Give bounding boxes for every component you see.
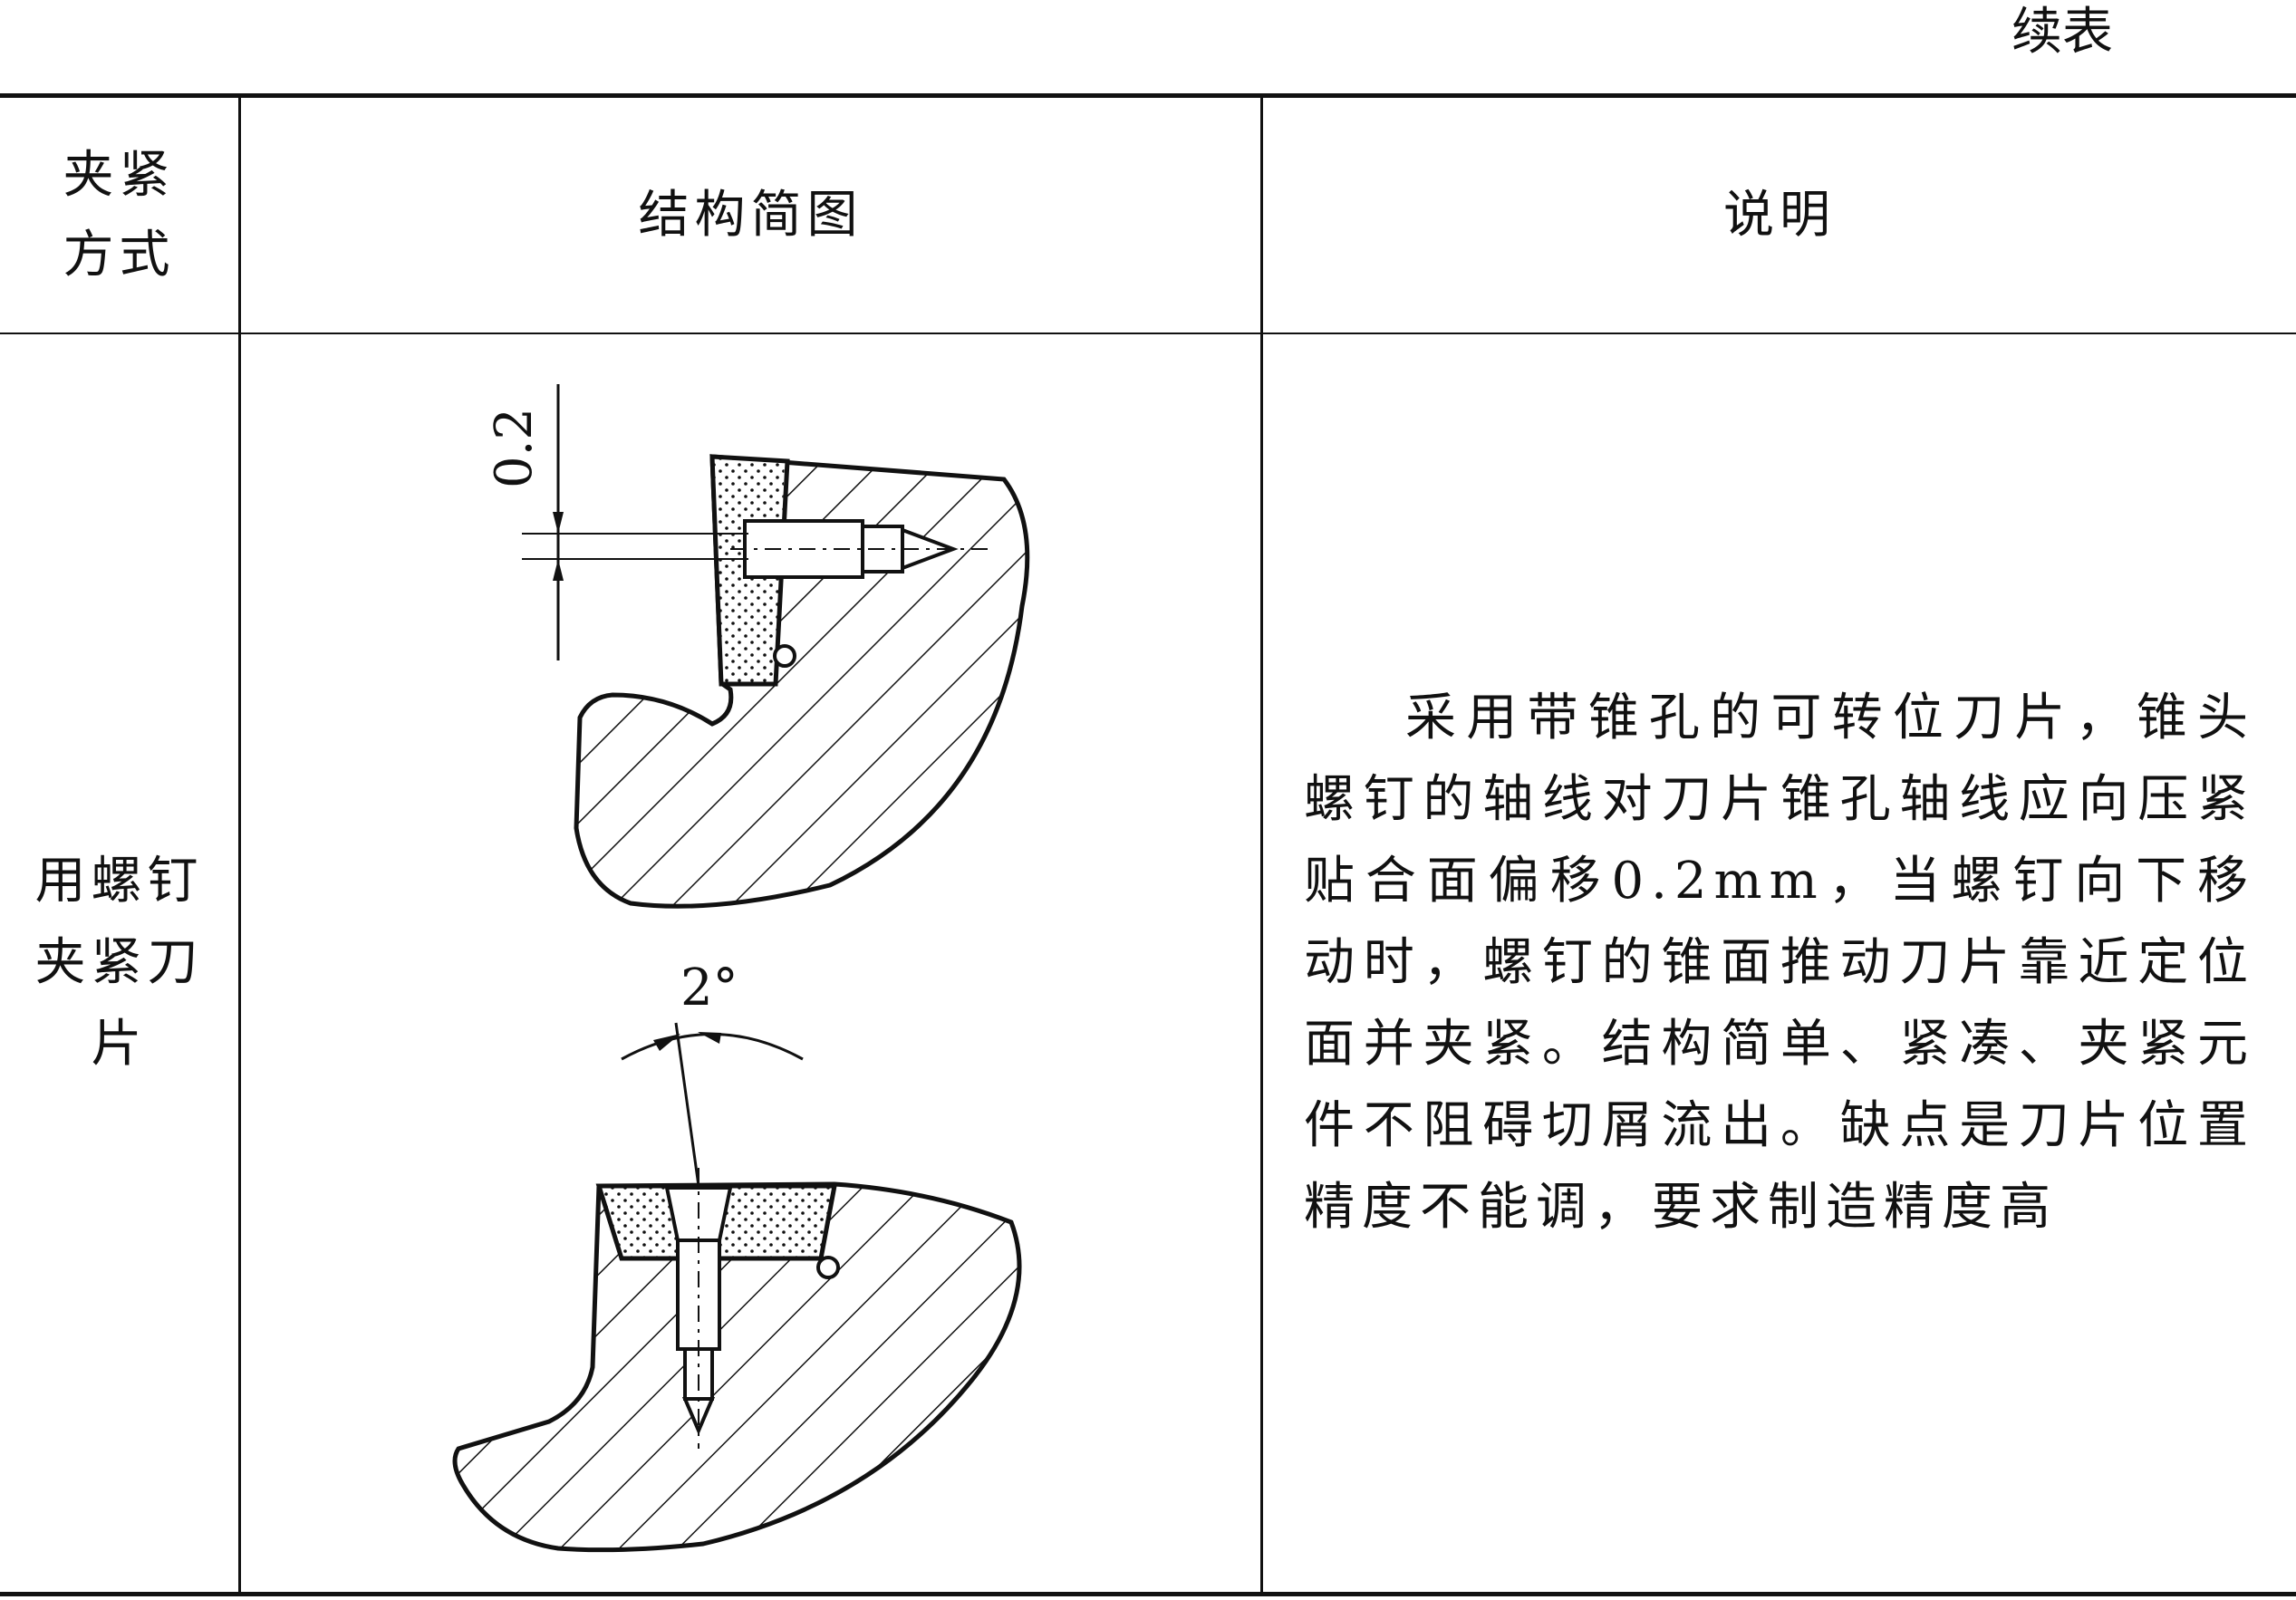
header-cell-description: 说明 xyxy=(1263,98,2296,333)
upper-dim-arrow-top xyxy=(553,512,564,534)
description-text: 采用带锥孔的可转位刀片，锥头螺钉的轴线对刀片锥孔轴线应向压紧贴合面偏移0.2mm… xyxy=(1304,689,2255,1237)
column-divider-2 xyxy=(1260,93,1263,1595)
table-bottom-rule xyxy=(0,1592,2296,1596)
clamping-method-text: 用螺钉夹紧刀片 xyxy=(34,852,204,1074)
lower-angle-line xyxy=(674,1022,700,1187)
lower-relief-groove xyxy=(816,1256,840,1279)
structure-diagram: 0.2 2° xyxy=(241,334,1260,1592)
upper-offset-label: 0.2 xyxy=(485,408,544,488)
lower-angle-arrow-right xyxy=(698,1032,721,1044)
upper-cutter-body xyxy=(574,454,1030,909)
lower-angle-arrow-left xyxy=(653,1034,680,1051)
lower-view: 2° xyxy=(452,959,1022,1553)
upper-view: 0.2 xyxy=(485,384,1030,909)
header-cell-diagram: 结构简图 xyxy=(241,98,1260,333)
table-top-rule xyxy=(0,93,2296,98)
lower-cutter-body xyxy=(452,1181,1022,1553)
header-method-label: 夹紧方式 xyxy=(63,145,176,284)
header-cell-method: 夹紧方式 xyxy=(0,98,238,333)
body-cell-description: 采用带锥孔的可转位刀片，锥头螺钉的轴线对刀片锥孔轴线应向压紧贴合面偏移0.2mm… xyxy=(1263,334,2296,1592)
lower-angle-label: 2° xyxy=(680,959,738,1017)
lower-screw-shank xyxy=(683,1347,714,1401)
table-caption: 续表 xyxy=(2011,3,2113,62)
body-cell-method: 用螺钉夹紧刀片 xyxy=(0,334,238,1592)
header-diagram-label: 结构简图 xyxy=(638,185,863,245)
column-divider-1 xyxy=(238,93,241,1595)
upper-relief-groove xyxy=(773,644,796,668)
header-description-label: 说明 xyxy=(1723,185,1836,245)
table-header-rule xyxy=(0,333,2296,334)
upper-dim-arrow-bottom xyxy=(553,559,564,581)
